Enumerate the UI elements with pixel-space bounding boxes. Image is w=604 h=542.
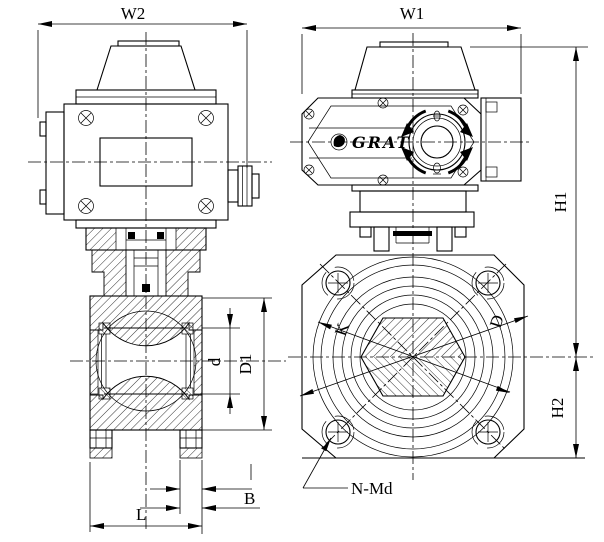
brand-text: GRAT [352,133,410,152]
valve-seats [98,322,194,400]
dimension-d1: D1 [202,297,272,431]
dimension-w2: W2 [37,4,248,168]
side-actuator [39,40,260,229]
screw-icon [78,110,214,214]
dimension-l: L [89,462,202,532]
actuator-cap-front [354,46,476,91]
label-n-md: N-Md [351,479,393,498]
label-d: d [205,357,224,366]
cable-gland [227,165,260,207]
dial-indicator-bottom-symbol [433,162,441,175]
label-w1: W1 [400,4,425,23]
side-view: W2 [28,4,286,534]
label-h1: H1 [551,192,570,213]
actuator-side-bracket [480,97,522,182]
dial-indicator-top-symbol [433,110,441,122]
actuator-nameplate [99,137,193,187]
side-bracket-stem [85,227,207,297]
grat-logo: GRAT [330,133,410,152]
label-w2: W2 [121,4,146,23]
screw-icon [303,97,469,186]
position-indicator-dial [401,109,473,175]
front-view: W1 GRAT [288,4,596,498]
front-mounting-bracket [349,184,479,252]
bolt-spec-callout: N-Md [302,437,393,498]
dimension-w1: W1 [301,4,522,94]
label-b: B [244,489,255,508]
front-actuator: GRAT [301,41,522,252]
dimension-h2: H2 [548,357,579,458]
label-h2: H2 [548,398,567,419]
grat-logo-icon [330,133,348,151]
bolt-hole [321,266,505,449]
dimension-b: B [140,460,260,534]
ball [95,310,197,412]
flange-legs [89,429,203,459]
front-valve-flange: K D N-Md [299,254,585,498]
label-k: K [331,320,353,338]
dimension-d: d [202,308,240,414]
side-valve-body [89,295,203,459]
label-big-d: D [486,313,508,331]
label-l: L [136,505,146,524]
label-d1: D1 [236,354,255,375]
dimension-big-d: D [299,313,529,397]
actuator-top-plate [117,40,180,47]
actuator-side-tabs [39,111,65,215]
dimension-h1: H1 [470,46,588,357]
